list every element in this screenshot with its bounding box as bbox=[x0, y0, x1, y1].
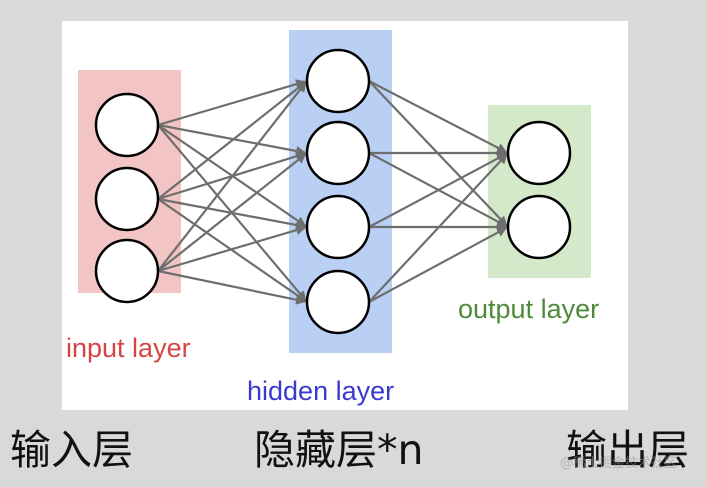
input-layer-label: input layer bbox=[66, 333, 191, 363]
edge-input3-to-hidden4 bbox=[157, 269, 307, 305]
hidden-layer-label: hidden layer bbox=[247, 376, 394, 406]
input-layer-caption: 输入层 bbox=[10, 426, 133, 474]
network-nodes bbox=[94, 48, 572, 335]
edge-input1-to-hidden1 bbox=[157, 79, 307, 127]
edge-input3-to-hidden2 bbox=[157, 153, 307, 272]
hidden-node-2 bbox=[305, 120, 371, 186]
watermark: @稀土掘金技术社区 bbox=[560, 456, 678, 471]
hidden-node-4 bbox=[305, 269, 371, 335]
edge-hidden3-to-output1 bbox=[368, 152, 508, 228]
edge-input1-to-hidden2 bbox=[157, 123, 307, 156]
output-layer-label: output layer bbox=[458, 294, 599, 324]
edge-hidden4-to-output1 bbox=[368, 153, 508, 303]
input-node-2 bbox=[94, 166, 160, 232]
input-node-3 bbox=[94, 238, 160, 304]
hidden-node-1 bbox=[305, 48, 371, 114]
connection-edges bbox=[157, 79, 508, 305]
edge-input3-to-hidden1 bbox=[157, 81, 307, 272]
edge-hidden1-to-output1 bbox=[368, 80, 508, 154]
hidden-layer-caption: 隐藏层*n bbox=[254, 426, 424, 474]
edge-input2-to-hidden1 bbox=[157, 81, 307, 200]
edge-input3-to-hidden3 bbox=[157, 225, 307, 273]
input-node-1 bbox=[94, 92, 160, 158]
hidden-node-3 bbox=[305, 194, 371, 260]
edge-hidden4-to-output2 bbox=[368, 226, 508, 303]
output-node-2 bbox=[506, 194, 572, 260]
output-node-1 bbox=[506, 120, 572, 186]
output-layer-caption: 输出层 bbox=[566, 426, 689, 474]
